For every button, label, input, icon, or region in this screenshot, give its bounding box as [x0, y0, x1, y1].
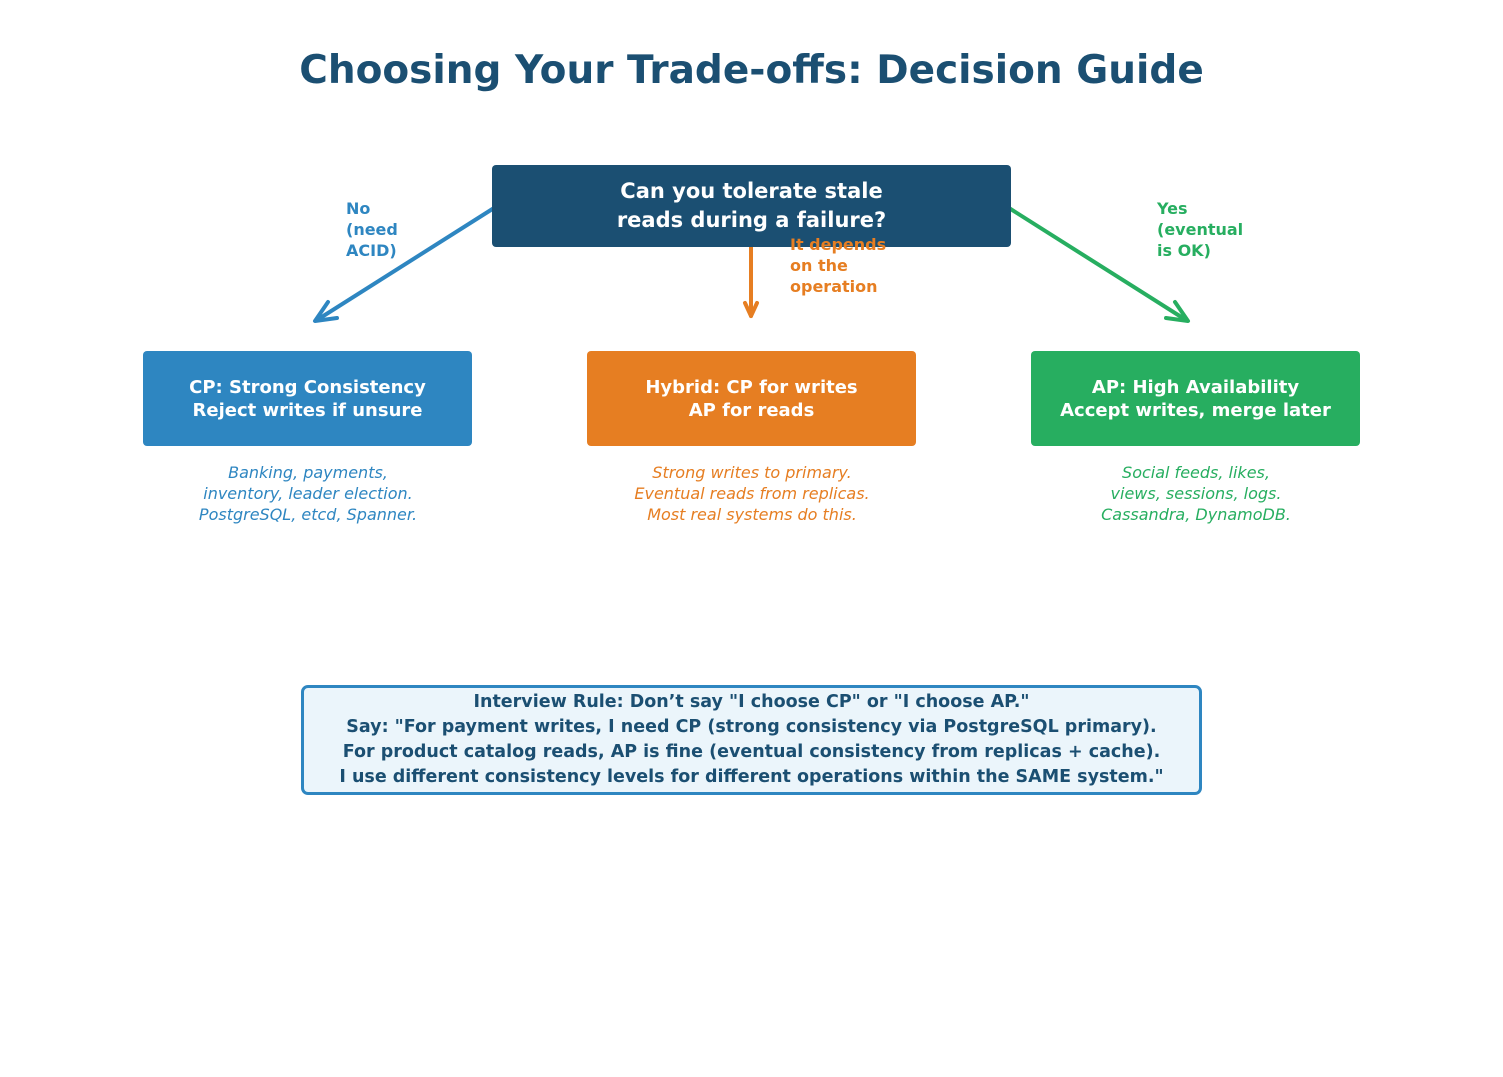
page-title: Choosing Your Trade-offs: Decision Guide	[299, 48, 1204, 93]
question-line-2: reads during a failure?	[616, 208, 887, 232]
branch-yes-line-3: is OK)	[1157, 241, 1211, 260]
option-cp-line-1: CP: Strong Consistency	[189, 376, 426, 398]
cp-desc-line-2: inventory, leader election.	[203, 484, 413, 503]
hybrid-desc-line-3: Most real systems do this.	[647, 505, 857, 524]
rule-line-3: For product catalog reads, AP is fine (e…	[342, 742, 1161, 762]
ap-desc-line-1: Social feeds, likes,	[1122, 463, 1270, 482]
hybrid-desc-line-2: Eventual reads from replicas.	[634, 484, 870, 503]
branch-no-line-2: (need	[346, 220, 398, 239]
option-hybrid-line-2: AP for reads	[688, 399, 815, 421]
cp-desc-line-1: Banking, payments,	[228, 463, 388, 482]
branch-depends-line-2: on the	[790, 256, 848, 275]
branch-no-line-3: ACID)	[346, 241, 397, 260]
option-cp-description: Banking, payments, inventory, leader ele…	[108, 462, 508, 525]
rule-line-2: Say: "For payment writes, I need CP (str…	[346, 717, 1157, 737]
ap-desc-line-2: views, sessions, logs.	[1110, 484, 1282, 503]
arrow-no	[313, 206, 496, 323]
branch-label-depends: It depends on the operation	[790, 234, 886, 297]
rule-line-4: I use different consistency levels for d…	[339, 767, 1164, 787]
branch-yes-line-1: Yes	[1157, 199, 1188, 218]
branch-depends-line-1: It depends	[790, 235, 887, 254]
option-hybrid-node: Hybrid: CP for writes AP for reads	[587, 351, 916, 446]
option-hybrid-description: Strong writes to primary. Eventual reads…	[552, 462, 952, 525]
option-ap-description: Social feeds, likes, views, sessions, lo…	[996, 462, 1396, 525]
option-ap-node: AP: High Availability Accept writes, mer…	[1031, 351, 1360, 446]
arrow-yes	[1007, 206, 1190, 323]
option-cp-line-2: Reject writes if unsure	[192, 399, 423, 421]
option-ap-line-1: AP: High Availability	[1091, 376, 1300, 398]
interview-rule-box: Interview Rule: Don’t say "I choose CP" …	[301, 685, 1202, 795]
branch-label-no: No (need ACID)	[346, 198, 398, 261]
branch-no-line-1: No	[346, 199, 371, 218]
question-line-1: Can you tolerate stale	[620, 179, 883, 203]
branch-yes-line-2: (eventual	[1157, 220, 1244, 239]
rule-line-1: Interview Rule: Don’t say "I choose CP" …	[473, 692, 1030, 712]
arrow-depends	[743, 245, 759, 318]
option-hybrid-line-1: Hybrid: CP for writes	[645, 376, 858, 398]
cp-desc-line-3: PostgreSQL, etcd, Spanner.	[198, 505, 418, 524]
option-cp-node: CP: Strong Consistency Reject writes if …	[143, 351, 472, 446]
branch-depends-line-3: operation	[790, 277, 878, 296]
question-node: Can you tolerate stale reads during a fa…	[492, 165, 1011, 247]
hybrid-desc-line-1: Strong writes to primary.	[652, 463, 852, 482]
ap-desc-line-3: Cassandra, DynamoDB.	[1101, 505, 1291, 524]
option-ap-line-2: Accept writes, merge later	[1060, 399, 1331, 421]
branch-label-yes: Yes (eventual is OK)	[1157, 198, 1243, 261]
